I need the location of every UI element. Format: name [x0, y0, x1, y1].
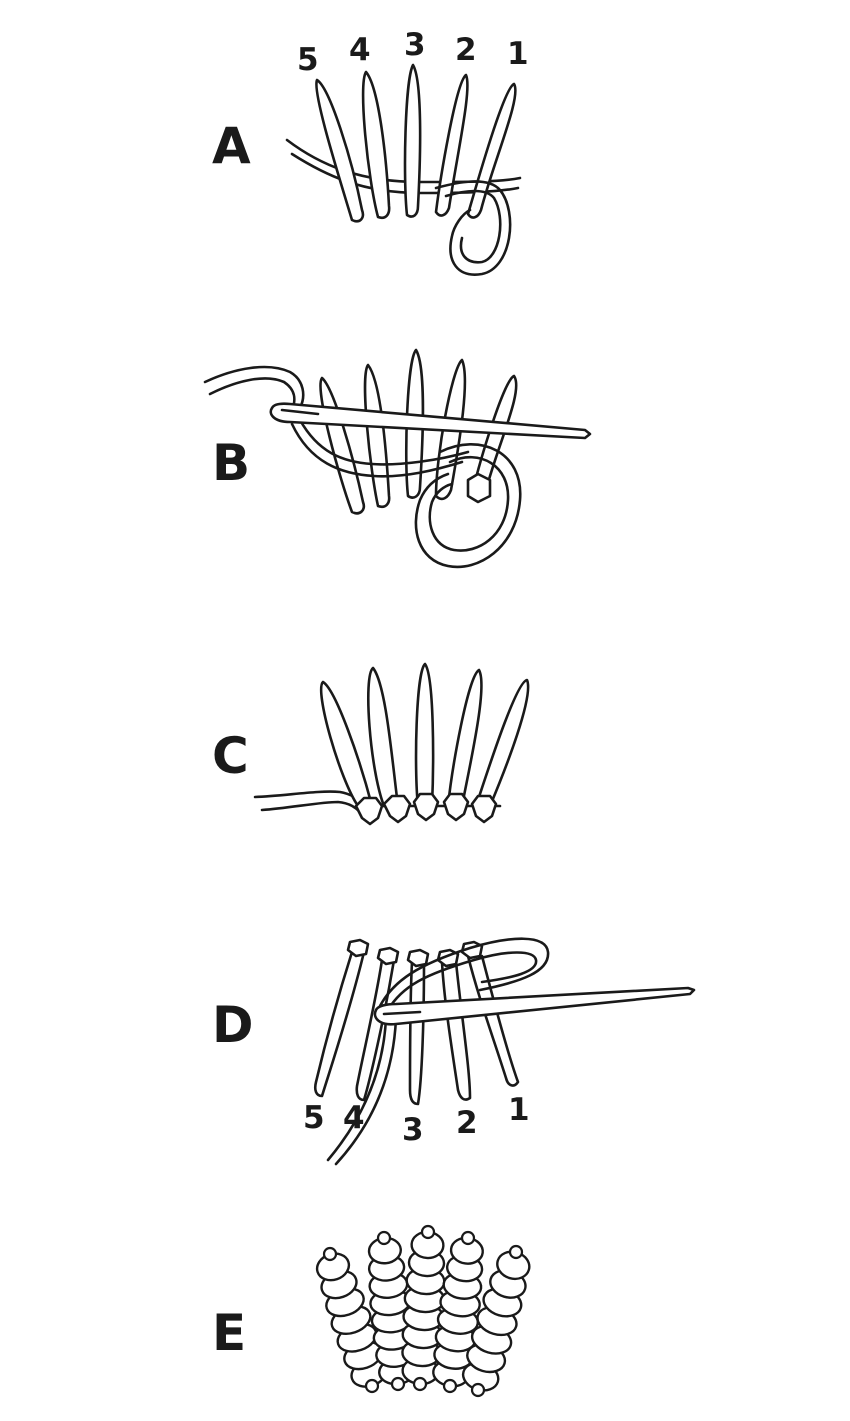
- thread: [208, 377, 296, 412]
- thread: [203, 365, 305, 410]
- warp-2: [434, 73, 469, 217]
- warp-3: [403, 63, 422, 218]
- thread-ring: [414, 443, 522, 569]
- warp-1: [466, 954, 520, 1087]
- thread: [298, 418, 470, 466]
- warp-2: [446, 668, 483, 808]
- thread-ring: [428, 456, 510, 552]
- step-d-label: D: [212, 996, 254, 1054]
- knot-cap: [460, 1230, 476, 1246]
- warp-4: [367, 666, 400, 808]
- knot: [466, 472, 492, 504]
- knot: [406, 948, 430, 968]
- warp-number-4: 4: [349, 32, 371, 68]
- needle: [269, 402, 592, 440]
- knot: [354, 796, 384, 826]
- warp-5: [319, 680, 374, 808]
- warp-number-5: 5: [297, 42, 319, 78]
- step-c: C: [212, 662, 530, 826]
- knot-cap: [442, 1378, 458, 1394]
- thread: [326, 1016, 388, 1162]
- knot: [382, 794, 412, 824]
- warp-number-3: 3: [404, 27, 426, 63]
- thread: [334, 1016, 398, 1166]
- thread: [290, 422, 464, 478]
- knot-cap: [364, 1378, 380, 1394]
- warp-5: [319, 376, 366, 515]
- knot-row: [354, 792, 498, 826]
- wrapped-bundle-1: [315, 1246, 388, 1394]
- warp-number-2: 2: [455, 32, 477, 68]
- knot: [376, 946, 400, 966]
- thread-loop: [376, 937, 550, 1012]
- wrapped-warp-bundles: [315, 1224, 531, 1398]
- wrapped-bundle-5: [461, 1244, 531, 1398]
- thread: [260, 800, 362, 814]
- step-c-label: C: [212, 727, 249, 785]
- needle-eye: [280, 408, 320, 416]
- warp-1: [466, 82, 517, 219]
- step-e: E: [212, 1224, 531, 1398]
- needle: [373, 986, 696, 1026]
- warp-1: [474, 678, 530, 808]
- warp-4: [361, 70, 391, 220]
- knot: [412, 792, 440, 822]
- knot-cap: [376, 1230, 392, 1246]
- thread-loop: [386, 951, 538, 1012]
- knot: [470, 794, 498, 824]
- warp-5: [315, 78, 365, 223]
- step-e-label: E: [212, 1304, 246, 1362]
- warp-4: [363, 363, 391, 509]
- warp-number-1: 1: [508, 1092, 530, 1128]
- thread-loop: [434, 180, 512, 276]
- step-a-label: A: [212, 117, 251, 175]
- knot-cap: [508, 1244, 524, 1260]
- wrapped-bundle-3: [401, 1224, 446, 1392]
- knot-cap: [412, 1376, 428, 1392]
- warp-3: [414, 662, 435, 808]
- warp-number-3: 3: [402, 1112, 424, 1148]
- warp-number-1: 1: [507, 36, 529, 72]
- warp-number-5: 5: [303, 1100, 325, 1136]
- knot-cap: [322, 1246, 338, 1262]
- warp-4: [355, 958, 396, 1102]
- knot-cap: [420, 1224, 436, 1240]
- warp-number-4: 4: [343, 1100, 365, 1136]
- step-d: D 5 4 3 2 1: [212, 937, 696, 1166]
- knot: [346, 938, 370, 958]
- warp-2: [440, 960, 472, 1101]
- warp-number-2: 2: [456, 1105, 478, 1141]
- step-b-label: B: [212, 434, 250, 492]
- needle-eye: [382, 1010, 422, 1016]
- step-b: B: [203, 348, 592, 569]
- knot-cap: [390, 1376, 406, 1392]
- warp-5: [313, 950, 366, 1098]
- thread-loop: [444, 189, 502, 264]
- knot-cap: [470, 1382, 486, 1398]
- knot: [442, 792, 470, 822]
- step-a: A 5 4 3 2 1: [212, 27, 529, 276]
